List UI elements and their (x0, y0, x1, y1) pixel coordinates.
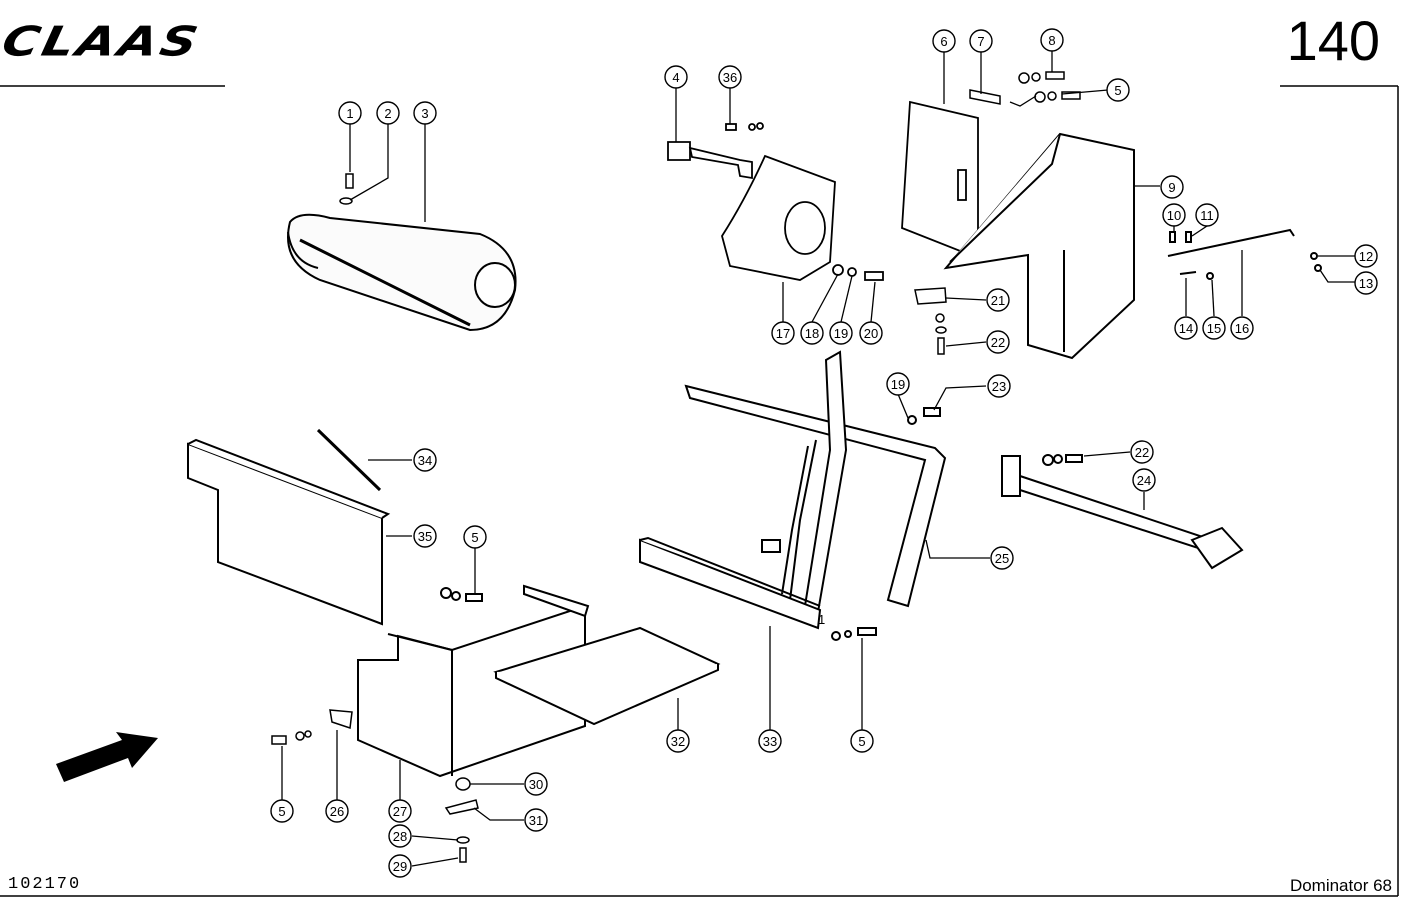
page-number: 140 (1286, 9, 1380, 72)
callout-21: 21 (991, 293, 1005, 308)
callout-22: 22 (991, 335, 1005, 350)
callout-22: 22 (1135, 445, 1149, 460)
callout-5: 5 (471, 530, 478, 545)
box-27 (357, 584, 590, 778)
callout-5: 5 (858, 734, 865, 749)
frame-25 (684, 350, 947, 613)
channel-33 (639, 536, 877, 641)
callout-12: 12 (1359, 249, 1373, 264)
housing-6 (901, 100, 979, 260)
callout-29: 29 (393, 859, 407, 874)
callout-13: 13 (1359, 276, 1373, 291)
callout-32: 32 (671, 734, 685, 749)
rod-34 (316, 428, 382, 492)
callout-numbers: 1 2 3 4 36 6 7 8 5 9 10 11 12 13 14 15 1… (278, 33, 1373, 874)
bracket-21 (914, 287, 947, 355)
plate-17 (721, 154, 884, 281)
fasteners-7-8 (969, 71, 1081, 105)
leader-lines (281, 48, 1356, 867)
callout-6: 6 (940, 34, 947, 49)
position-mark-1: 1 (818, 612, 825, 627)
callout-11: 11 (1200, 208, 1214, 223)
callout-5: 5 (278, 804, 285, 819)
callout-36: 36 (723, 70, 737, 85)
callout-31: 31 (529, 813, 543, 828)
callout-10: 10 (1167, 208, 1181, 223)
arm-24 (1001, 454, 1244, 570)
bolt-1 (339, 173, 354, 205)
callout-3: 3 (421, 106, 428, 121)
callout-19: 19 (891, 377, 905, 392)
callout-34: 34 (418, 453, 432, 468)
bracket-4 (667, 122, 764, 180)
callout-27: 27 (393, 804, 407, 819)
callout-25: 25 (995, 551, 1009, 566)
document-code: 102170 (8, 875, 82, 894)
callout-8: 8 (1048, 33, 1055, 48)
panel-35 (187, 438, 391, 626)
callout-30: 30 (529, 777, 543, 792)
callout-2: 2 (384, 106, 391, 121)
callout-24: 24 (1137, 473, 1151, 488)
callout-14: 14 (1179, 321, 1193, 336)
callout-7: 7 (977, 34, 984, 49)
callout-19: 19 (834, 326, 848, 341)
callout-17: 17 (776, 326, 790, 341)
belt-drum-part (287, 213, 517, 332)
callout-circles (270, 28, 1378, 878)
callout-35: 35 (418, 529, 432, 544)
callout-20: 20 (864, 326, 878, 341)
travel-direction-arrow-icon (56, 732, 158, 782)
tray-32 (493, 626, 721, 726)
callout-26: 26 (330, 804, 344, 819)
callout-4: 4 (672, 70, 679, 85)
callout-16: 16 (1235, 321, 1249, 336)
chute-9 (943, 132, 1135, 360)
callout-23: 23 (992, 379, 1006, 394)
callout-15: 15 (1207, 321, 1221, 336)
callout-28: 28 (393, 829, 407, 844)
callout-5: 5 (1114, 83, 1121, 98)
callout-1: 1 (346, 106, 353, 121)
model-name: Dominator 68 (1289, 876, 1392, 895)
rod-16 (1167, 228, 1322, 280)
callout-9: 9 (1168, 180, 1175, 195)
callout-18: 18 (805, 326, 819, 341)
page-frame (0, 85, 1399, 897)
callout-33: 33 (763, 734, 777, 749)
